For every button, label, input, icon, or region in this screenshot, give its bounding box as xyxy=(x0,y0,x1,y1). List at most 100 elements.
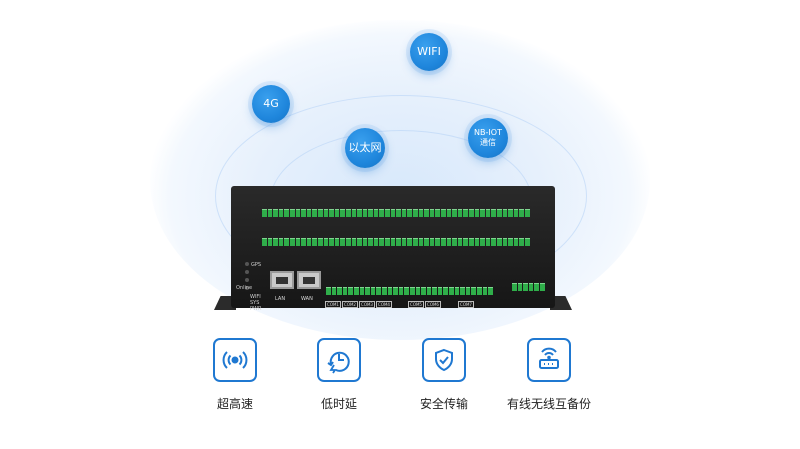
lan-port xyxy=(270,271,294,289)
terminal-pin xyxy=(404,287,409,295)
terminal-pin xyxy=(340,209,345,217)
terminal-pin xyxy=(345,209,351,217)
terminal-pin xyxy=(385,238,390,246)
terminal-pin xyxy=(528,283,534,291)
terminal-row-bottom xyxy=(326,287,493,295)
terminal-pin xyxy=(446,238,452,246)
com-label: COM4 xyxy=(376,301,392,308)
terminal-pin xyxy=(357,209,362,217)
terminal-pin xyxy=(413,238,418,246)
terminal-pin xyxy=(357,238,362,246)
terminal-pin xyxy=(289,238,295,246)
terminal-pin xyxy=(398,287,404,295)
terminal-pin xyxy=(407,238,413,246)
terminal-pin xyxy=(519,238,524,246)
feature-icon-frame xyxy=(422,338,466,382)
clock-lightning-icon xyxy=(327,351,350,374)
terminal-pin xyxy=(415,287,421,295)
com-label: COM5 xyxy=(408,301,424,308)
terminal-pin xyxy=(460,287,465,295)
terminal-pin xyxy=(496,238,502,246)
wireless-signal-icon xyxy=(222,351,248,369)
terminal-pin xyxy=(295,238,301,246)
terminal-pin xyxy=(432,287,437,295)
terminal-pin xyxy=(480,238,485,246)
terminal-pin xyxy=(329,209,334,217)
terminal-pin xyxy=(390,238,396,246)
terminal-pin xyxy=(376,287,381,295)
terminal-pin xyxy=(409,287,415,295)
terminal-pin xyxy=(457,209,463,217)
terminal-pin xyxy=(289,209,295,217)
terminal-row-middle xyxy=(262,238,530,246)
wan-port-label: WAN xyxy=(301,296,313,302)
router-backup-icon xyxy=(539,347,559,369)
wifi-label: WIFI xyxy=(417,45,441,59)
terminal-pin xyxy=(491,209,496,217)
terminal-pin xyxy=(334,238,340,246)
terminal-pin xyxy=(295,209,301,217)
terminal-pin xyxy=(512,283,517,291)
terminal-pin xyxy=(348,287,353,295)
led-label-wifi: WIFI xyxy=(250,294,261,300)
terminal-pin xyxy=(301,238,306,246)
terminal-pin xyxy=(396,209,401,217)
terminal-pin xyxy=(454,287,460,295)
terminal-pin xyxy=(496,209,502,217)
terminal-pin xyxy=(457,238,463,246)
terminal-pin xyxy=(463,209,468,217)
nbiot-label-line2: 通信 xyxy=(480,138,496,147)
terminal-pin xyxy=(465,287,471,295)
terminal-pin xyxy=(474,209,480,217)
terminal-pin xyxy=(482,287,488,295)
terminal-pin xyxy=(368,209,373,217)
terminal-pin xyxy=(273,209,278,217)
terminal-pin xyxy=(435,209,440,217)
feature-icon-frame xyxy=(213,338,257,382)
terminal-pin xyxy=(353,287,359,295)
wan-port xyxy=(297,271,321,289)
ethernet-bubble: 以太网 xyxy=(345,128,385,168)
feature-wired-wireless-backup: 有线无线互备份 xyxy=(494,338,604,412)
terminal-pin xyxy=(323,209,329,217)
terminal-pin xyxy=(312,238,317,246)
terminal-pin xyxy=(418,209,424,217)
terminal-pin xyxy=(278,238,284,246)
status-led xyxy=(245,262,249,266)
terminal-pin xyxy=(446,209,452,217)
terminal-pin xyxy=(468,209,474,217)
terminal-pin xyxy=(379,209,385,217)
terminal-pin xyxy=(284,238,289,246)
terminal-pin xyxy=(340,238,345,246)
terminal-pin xyxy=(370,287,376,295)
terminal-pin xyxy=(513,209,519,217)
terminal-pin xyxy=(373,238,379,246)
terminal-pin xyxy=(326,287,331,295)
terminal-pin xyxy=(424,209,429,217)
terminal-pin xyxy=(524,238,530,246)
terminal-pin xyxy=(284,209,289,217)
terminal-pin xyxy=(485,209,491,217)
terminal-pin xyxy=(452,209,457,217)
terminal-pin xyxy=(390,209,396,217)
terminal-pin xyxy=(474,238,480,246)
terminal-pin xyxy=(534,283,539,291)
terminal-pin xyxy=(385,209,390,217)
terminal-pin xyxy=(362,209,368,217)
terminal-row-bottom-right xyxy=(512,283,545,291)
com-label: COM2 xyxy=(342,301,358,308)
terminal-pin xyxy=(519,209,524,217)
terminal-pin xyxy=(301,209,306,217)
terminal-pin xyxy=(477,287,482,295)
terminal-pin xyxy=(317,209,323,217)
device-mount-right xyxy=(550,296,572,310)
feature-secure-transfer: 安全传输 xyxy=(389,338,499,412)
nbiot-bubble: NB-IOT 通信 xyxy=(468,118,508,158)
terminal-pin xyxy=(362,238,368,246)
terminal-pin xyxy=(312,209,317,217)
feature-label: 超高速 xyxy=(216,397,253,411)
4g-bubble: 4G xyxy=(252,85,290,123)
terminal-pin xyxy=(463,238,468,246)
status-led xyxy=(245,270,249,274)
led-label-sys: SYS xyxy=(250,300,260,306)
